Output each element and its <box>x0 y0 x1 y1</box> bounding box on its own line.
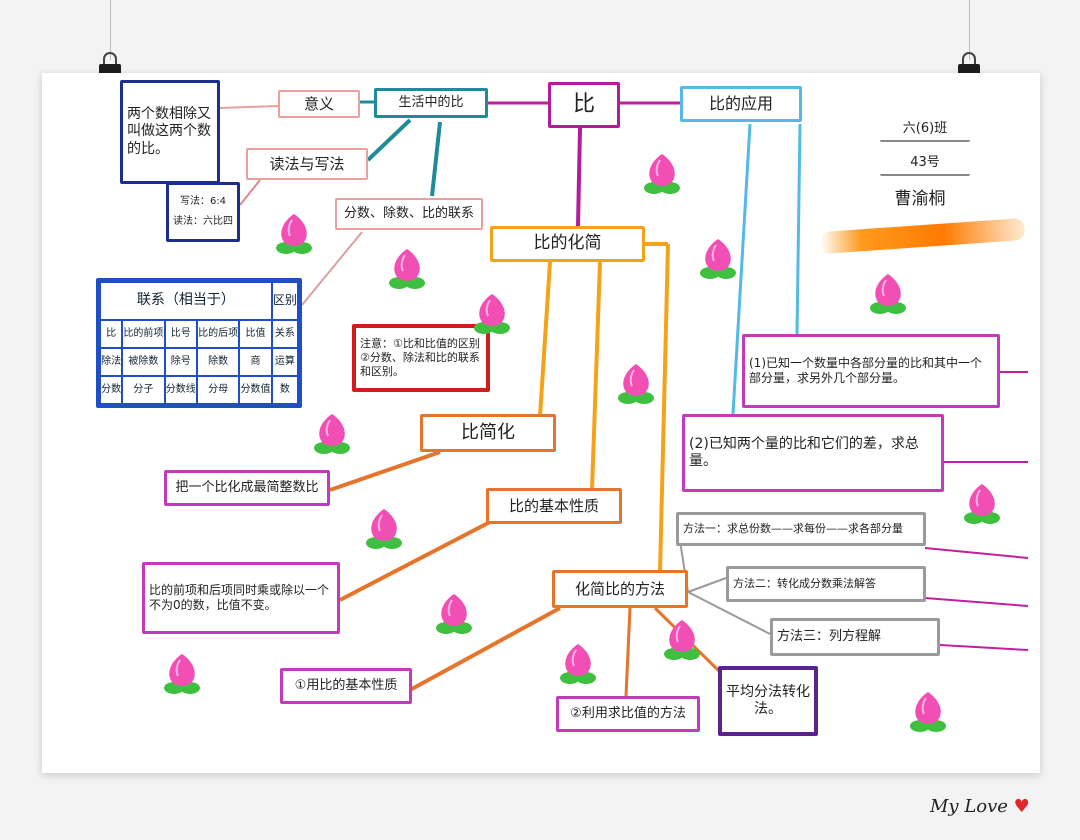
table-header: 联系（相当于） <box>99 281 273 321</box>
hanging-wire <box>110 0 111 60</box>
property-definition: 比的前项和后项同时乘或除以一个不为0的数，比值不变。 <box>142 562 340 634</box>
table-cell: 分母 <box>195 374 241 406</box>
heart-icon: ♥ <box>1013 796 1030 817</box>
peach-icon <box>614 360 658 406</box>
application-item-2: (2)已知两个量的比和它们的差，求总量。 <box>682 414 944 492</box>
table-cell: 分子 <box>121 374 166 406</box>
peach-icon <box>660 616 704 662</box>
application-branch: 比的应用 <box>680 86 802 122</box>
write-example: 写法：6:4 <box>179 195 227 207</box>
method-two: ②利用求比值的方法 <box>556 696 700 732</box>
peach-icon <box>640 150 684 196</box>
peach-icon <box>556 640 600 686</box>
peach-icon <box>696 235 740 281</box>
peach-icon <box>432 590 476 636</box>
app-method-2: 方法二：转化成分数乘法解答 <box>726 566 926 602</box>
table-cell: 数 <box>270 374 300 406</box>
student-class: 六(6)班 <box>880 118 970 142</box>
simplify-node: 比简化 <box>420 414 556 452</box>
student-name: 曹渝桐 <box>870 186 970 214</box>
peach-icon <box>385 245 429 291</box>
method-one: ①用比的基本性质 <box>280 668 412 704</box>
peach-icon <box>866 270 910 316</box>
peach-icon <box>310 410 354 456</box>
table-cell: 分数值 <box>238 374 273 406</box>
application-item-1: (1)已知一个数量中各部分量的比和其中一个部分量，求另外几个部分量。 <box>742 334 1000 408</box>
table-cell: 运算 <box>270 346 300 377</box>
definition-box: 两个数相除又叫做这两个数的比。 <box>120 80 220 184</box>
table-cell: 关系 <box>270 318 300 349</box>
simplify-method-node: 化简比的方法 <box>552 570 688 608</box>
simplify-definition: 把一个比化成最简整数比 <box>164 470 330 506</box>
life-branch: 生活中的比 <box>374 88 488 118</box>
table-cell: 商 <box>238 346 273 377</box>
table-cell: 分数线 <box>163 374 198 406</box>
note-box: 注意：①比和比值的区别②分数、除法和比的联系和区别。 <box>352 324 490 392</box>
table-cell: 除法 <box>98 346 124 377</box>
table-header-diff: 区别 <box>270 281 300 321</box>
signature: My Love ♥ <box>930 796 1030 817</box>
read-example: 读法：六比四 <box>173 216 233 227</box>
table-cell: 比值 <box>238 318 273 349</box>
table-cell: 比的前项 <box>121 318 166 349</box>
signature-text: My Love <box>930 796 1008 817</box>
table-cell: 比的后项 <box>195 318 241 349</box>
peach-icon <box>160 650 204 696</box>
center-node: 比 <box>548 82 620 128</box>
relation-node: 分数、除数、比的联系 <box>335 198 483 230</box>
relation-table: 联系（相当于） 区别 比 比的前项 比号 比的后项 比值 关系 除法 被除数 除… <box>96 278 302 408</box>
student-number: 43号 <box>880 152 970 176</box>
app-method-1: 方法一：求总份数——求每份——求各部分量 <box>676 512 926 546</box>
peach-icon <box>272 210 316 256</box>
write-read-box: 写法：6:4 读法：六比四 <box>166 182 240 242</box>
average-method-box: 平均分法转化法。 <box>718 666 818 736</box>
simplify-branch: 比的化简 <box>490 226 645 262</box>
app-method-3: 方法三：列方程解 <box>770 618 940 656</box>
table-cell: 比号 <box>163 318 198 349</box>
peach-icon <box>906 688 950 734</box>
table-cell: 除数 <box>195 346 241 377</box>
peach-icon <box>470 290 514 336</box>
basic-property-node: 比的基本性质 <box>486 488 622 524</box>
read-write-node: 读法与写法 <box>246 148 368 180</box>
meaning-node: 意义 <box>278 90 360 118</box>
hanging-wire <box>969 0 970 60</box>
table-cell: 分数 <box>98 374 124 406</box>
peach-icon <box>362 505 406 551</box>
peach-icon <box>960 480 1004 526</box>
table-cell: 被除数 <box>121 346 166 377</box>
table-cell: 比 <box>98 318 124 349</box>
table-cell: 除号 <box>163 346 198 377</box>
